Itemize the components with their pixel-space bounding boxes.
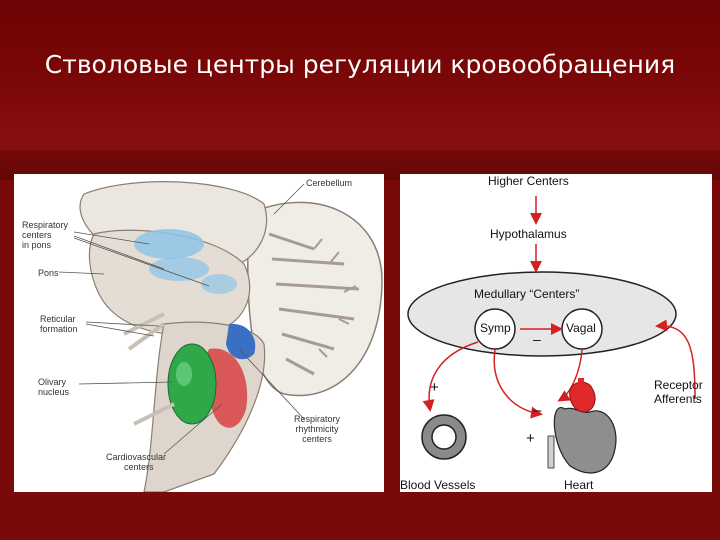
reticular-formation-label: Reticular formation xyxy=(40,314,78,334)
arrow-receptor-afferents xyxy=(655,319,696,400)
symp-label: Symp xyxy=(480,321,511,335)
heart-label: Heart xyxy=(564,478,594,492)
regulation-diagram: Higher Centers Hypothalamus Medullary “C… xyxy=(400,174,712,492)
medullary-ellipse xyxy=(407,271,677,357)
plus-sign-heart: + xyxy=(526,430,535,447)
receptor-afferents-label: Receptor Afferents xyxy=(654,378,703,406)
medullary-centers-label: Medullary “Centers” xyxy=(474,287,580,301)
olivary-nucleus-label: Olivary nucleus xyxy=(38,377,69,397)
vagal-label: Vagal xyxy=(566,321,596,335)
respiratory-pons-label: Respiratory centers in pons xyxy=(22,220,68,250)
blood-vessels-label: Blood Vessels xyxy=(400,478,476,492)
resp-rhythm-label-line1: Respiratory xyxy=(294,414,341,424)
slide-title: Стволовые центры регуляции кровообращени… xyxy=(44,50,676,79)
respiratory-pons-label-line3: in pons xyxy=(22,240,52,250)
pons-label: Pons xyxy=(38,268,59,278)
arrow-symp-to-heart xyxy=(493,349,543,419)
cerebellum-label: Cerebellum xyxy=(306,178,353,188)
cardiovascular-area xyxy=(205,348,248,428)
cerebellum-shape xyxy=(247,201,383,397)
symp-circle xyxy=(474,308,516,350)
higher-centers-label: Higher Centers xyxy=(488,174,569,188)
hypothalamus-label: Hypothalamus xyxy=(490,227,567,241)
brainstem-figure: Cerebellum Respiratory centers in pons P… xyxy=(14,174,384,493)
reticular-formation-area xyxy=(226,323,256,360)
plus-sign-vessels: + xyxy=(430,379,439,396)
slide-band xyxy=(0,140,720,180)
receptor-label-line2: Afferents xyxy=(654,392,702,406)
respiratory-pons-label-line2: centers xyxy=(22,230,52,240)
respiratory-pons-label-line1: Respiratory xyxy=(22,220,69,230)
respiratory-pons-area xyxy=(134,229,204,259)
receptor-label-line1: Receptor xyxy=(654,378,703,392)
inhibit-sign-medulla: – xyxy=(533,331,541,347)
arrow-symp-to-vessels xyxy=(422,341,479,412)
olivary-label-line1: Olivary xyxy=(38,377,67,387)
regulation-schematic xyxy=(407,196,696,474)
slide-background xyxy=(0,0,720,150)
arrow-vagal-to-heart xyxy=(557,349,583,402)
olivary-label-line2: nucleus xyxy=(38,387,70,397)
cardio-label-line1: Cardiovascular xyxy=(106,452,167,462)
reticular-label-line1: Reticular xyxy=(40,314,76,324)
cardio-label-line2: centers xyxy=(124,462,154,472)
respiratory-rhythmicity-label: Respiratory rhythmicity centers xyxy=(294,414,340,444)
resp-rhythm-label-line3: centers xyxy=(302,434,332,444)
heart-shape xyxy=(547,378,617,474)
reticular-label-line2: formation xyxy=(40,324,78,334)
minus-sign-heart: – xyxy=(533,402,542,419)
cardiovascular-centers-label: Cardiovascular centers xyxy=(106,452,166,472)
resp-rhythm-label-line2: rhythmicity xyxy=(295,424,339,434)
olivary-nucleus xyxy=(167,343,217,425)
brainstem-illustration xyxy=(58,181,383,493)
